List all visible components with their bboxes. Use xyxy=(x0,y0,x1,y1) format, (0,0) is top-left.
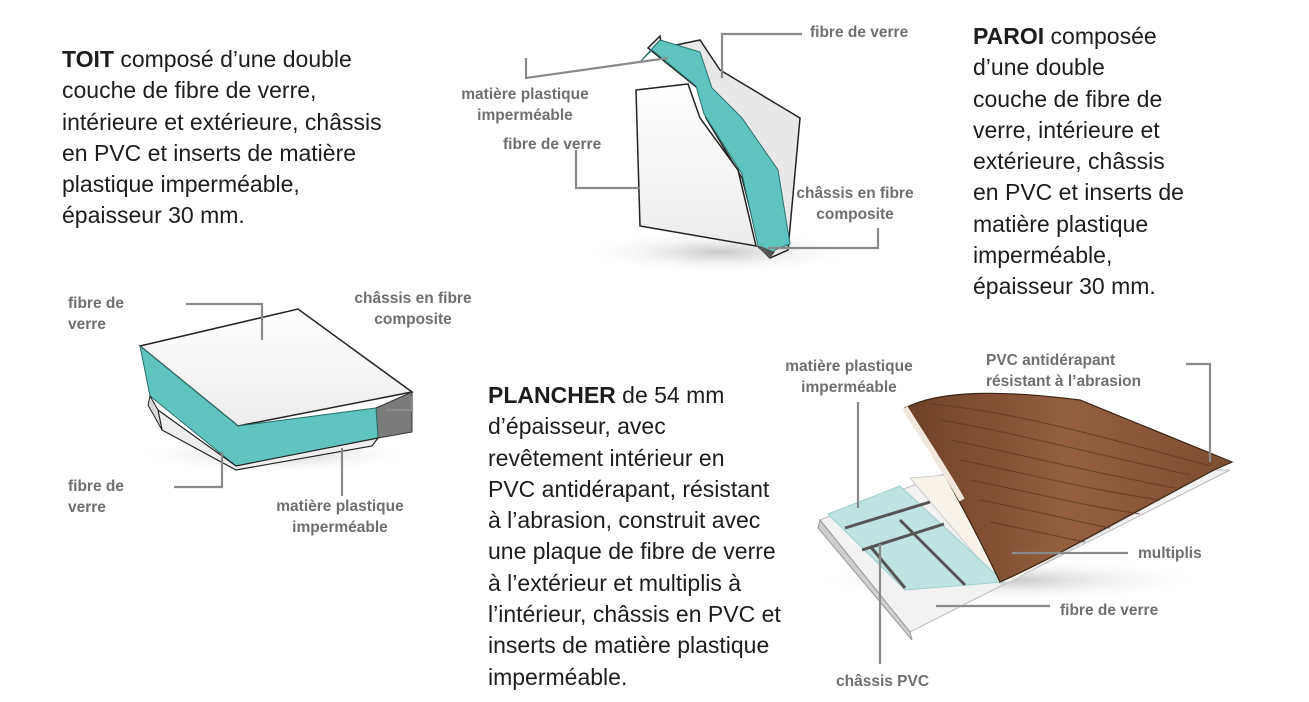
label-toit-fibre-bottom: fibre de verre xyxy=(68,476,124,518)
label-paroi-chassis: châssis en fibre composite xyxy=(786,183,924,225)
plancher-line-6: une plaque de fibre de verre xyxy=(488,538,776,565)
label-toit-chassis-line-1: châssis en fibre xyxy=(354,290,472,307)
label-plancher-pvc-line-1: PVC antidérapant xyxy=(986,352,1116,369)
label-plancher-pvc-line-2: résistant à l’abrasion xyxy=(986,373,1142,390)
plancher-line-5: à l’abrasion, construit avec xyxy=(488,507,761,534)
paroi-title: PAROI xyxy=(973,23,1045,49)
plancher-line-7: à l’extérieur et multiplis à xyxy=(488,569,742,596)
paroi-line-2: d’une double xyxy=(973,54,1105,81)
paroi-line-3: couche de fibre de xyxy=(973,85,1163,112)
label-plancher-matiere-line-2: imperméable xyxy=(801,379,897,396)
plancher-line-9: inserts de matière plastique xyxy=(488,632,770,659)
label-plancher-pvc: PVC antidérapant résistant à l’abrasion xyxy=(986,350,1141,392)
label-toit-fibre-top-line-2: verre xyxy=(68,316,106,333)
leader-lines xyxy=(174,32,1212,664)
toit-title: TOIT xyxy=(62,46,114,72)
label-plancher-matiere-line-1: matière plastique xyxy=(785,358,913,375)
toit-line-3: intérieure et extérieure, châssis xyxy=(62,108,382,135)
paroi-line-9: épaisseur 30 mm. xyxy=(973,273,1156,300)
paroi-line-8: imperméable, xyxy=(973,242,1113,269)
label-paroi-fibre-top: fibre de verre xyxy=(810,24,909,41)
plancher-description: PLANCHER de 54 mm d’épaisseur, avec revê… xyxy=(488,380,781,693)
plancher-line-3: revêtement intérieur en xyxy=(488,444,725,471)
label-toit-matiere: matière plastique imperméable xyxy=(255,496,425,538)
label-paroi-matiere: matière plastique imperméable xyxy=(440,84,610,126)
label-plancher-matiere: matière plastique imperméable xyxy=(764,356,934,398)
paroi-line-7: matière plastique xyxy=(973,210,1149,237)
plancher-line-4: PVC antidérapant, résistant xyxy=(488,475,770,502)
label-paroi-chassis-line-1: châssis en fibre xyxy=(796,185,914,202)
label-paroi-matiere-line-2: imperméable xyxy=(477,107,573,124)
paroi-line-5: extérieure, châssis xyxy=(973,148,1165,175)
label-toit-fibre-top-line-1: fibre de xyxy=(68,295,124,312)
paroi-line-4: verre, intérieure et xyxy=(973,116,1160,143)
plancher-line-10: imperméable. xyxy=(488,663,628,690)
paroi-line-1: composée xyxy=(1044,23,1157,49)
label-toit-chassis-line-2: composite xyxy=(374,311,452,328)
toit-line-4: en PVC et inserts de matière xyxy=(62,139,357,166)
label-toit-fibre-bottom-line-2: verre xyxy=(68,499,106,516)
label-toit-matiere-line-1: matière plastique xyxy=(276,498,404,515)
label-toit-chassis: châssis en fibre composite xyxy=(340,288,486,330)
plancher-title: PLANCHER xyxy=(488,382,616,408)
toit-description: TOIT composé d’une double couche de fibr… xyxy=(62,44,382,232)
label-paroi-chassis-line-2: composite xyxy=(816,206,894,223)
label-toit-fibre-top: fibre de verre xyxy=(68,293,124,335)
toit-line-2: couche de fibre de verre, xyxy=(62,77,317,104)
toit-line-6: épaisseur 30 mm. xyxy=(62,202,245,229)
label-plancher-multiplis: multiplis xyxy=(1138,545,1202,562)
plancher-panel-illustration xyxy=(810,392,1234,641)
label-toit-matiere-line-2: imperméable xyxy=(292,519,388,536)
label-toit-fibre-bottom-line-1: fibre de xyxy=(68,478,124,495)
plancher-line-8: l’intérieur, châssis en PVC et xyxy=(488,601,781,628)
paroi-line-6: en PVC et inserts de xyxy=(973,179,1184,206)
plancher-line-1: de 54 mm xyxy=(615,382,725,408)
toit-line-1: composé d’une double xyxy=(113,46,352,72)
paroi-description: PAROI composée d’une double couche de fi… xyxy=(973,21,1184,303)
label-plancher-chassis: châssis PVC xyxy=(836,673,930,690)
label-paroi-fibre-left: fibre de verre xyxy=(503,136,602,153)
toit-panel-illustration xyxy=(135,308,415,473)
label-plancher-fibre: fibre de verre xyxy=(1060,602,1159,619)
paroi-panel-illustration xyxy=(580,34,860,274)
label-paroi-matiere-line-1: matière plastique xyxy=(461,86,589,103)
plancher-line-2: d’épaisseur, avec xyxy=(488,413,666,440)
toit-line-5: plastique imperméable, xyxy=(62,171,300,198)
